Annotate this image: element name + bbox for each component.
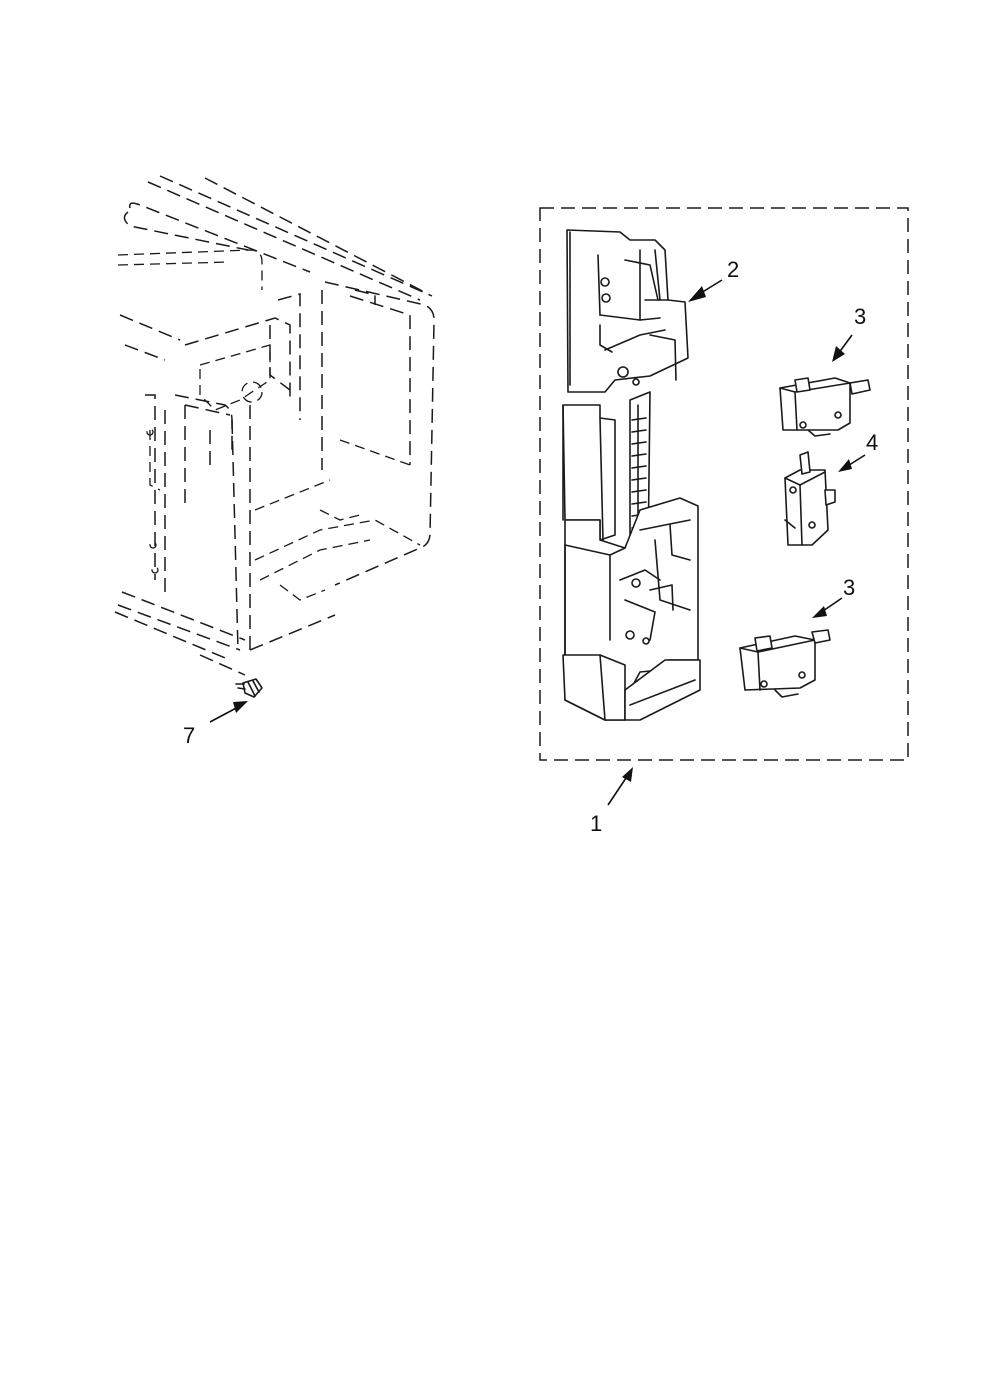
arrow-callout-3-lower (812, 597, 843, 618)
latch-bracket-part-2 (562, 229, 701, 721)
screw-part-7 (235, 678, 263, 698)
switch-part-3-upper (779, 377, 871, 437)
callout-4: 4 (866, 430, 878, 455)
arrow-callout-7 (209, 701, 248, 723)
arrow-callout-2 (688, 279, 723, 302)
arrow-callout-1 (607, 767, 633, 806)
callout-3-lower: 3 (843, 575, 855, 600)
switch-part-3-lower (739, 629, 831, 698)
leader-arrows (209, 279, 866, 806)
cabinet-outline (114, 175, 435, 676)
arrow-callout-3-upper (832, 334, 853, 362)
callout-2: 2 (727, 257, 739, 282)
kit-boundary (539, 207, 909, 761)
arrow-callout-4 (838, 454, 866, 472)
callout-7: 7 (183, 723, 195, 748)
switch-part-4 (784, 451, 836, 546)
callout-3-upper: 3 (854, 304, 866, 329)
callout-1: 1 (590, 811, 602, 836)
